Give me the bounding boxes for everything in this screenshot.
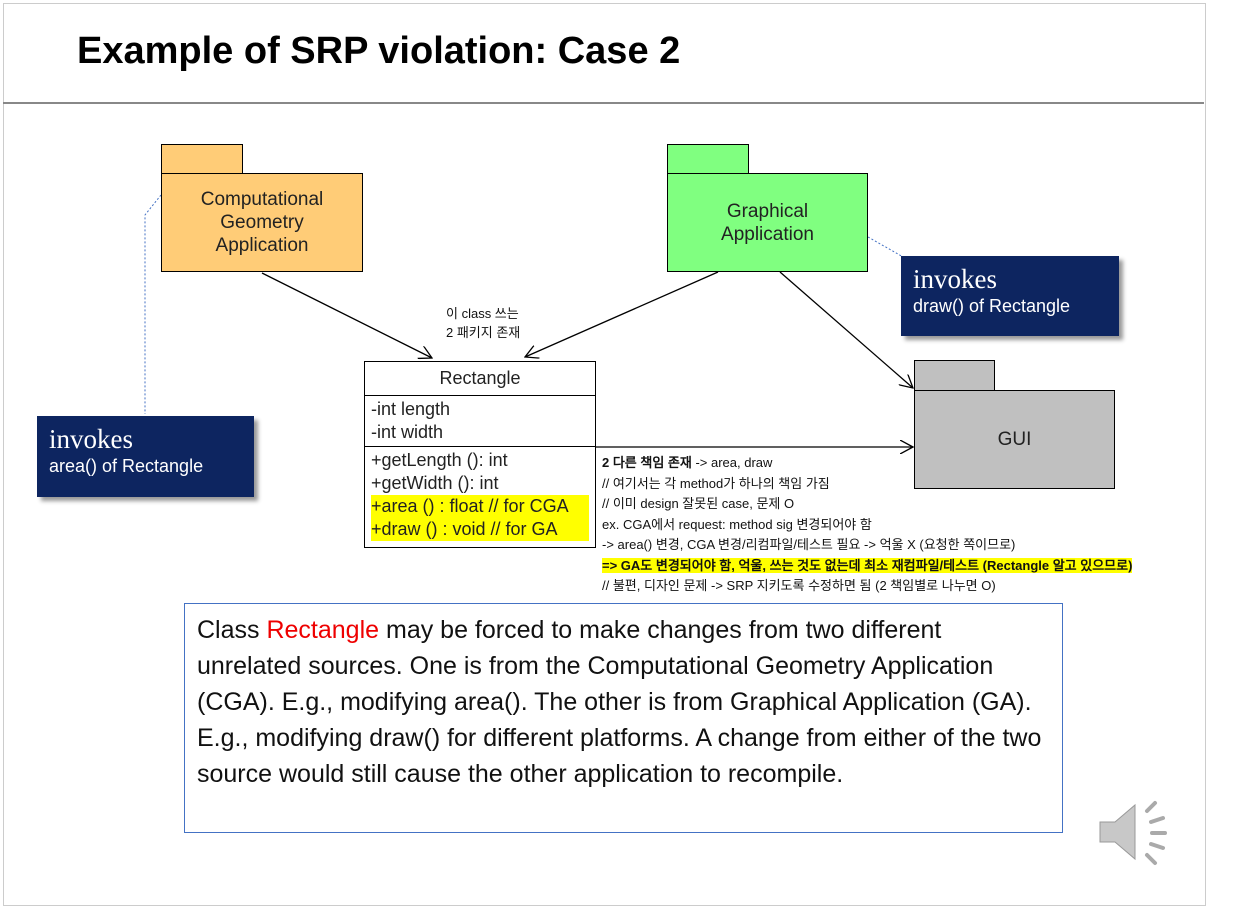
callout-title: invokes — [913, 264, 997, 294]
note-bold: 2 다른 책임 존재 — [602, 455, 696, 470]
arrow-cga-to-rectangle — [261, 272, 432, 358]
class-usage-note: 이 class 쓰는 2 패키지 존재 — [446, 304, 520, 342]
note-text: -> area, draw — [695, 455, 773, 470]
package-tab-ga — [667, 144, 749, 175]
method-highlighted: +area () : float // for CGA — [371, 495, 589, 518]
callout-text: draw() of Rectangle — [913, 296, 1071, 316]
note-line: 2 다른 책임 존재 -> area, draw — [602, 453, 1132, 474]
invokes-callout-left: invokes area() of Rectangle — [37, 416, 254, 497]
dotted-link-left — [144, 194, 162, 414]
description-box: Class Rectangle may be forced to make ch… — [184, 603, 1063, 833]
annotation-notes: 2 다른 책임 존재 -> area, draw // 여기서는 각 metho… — [602, 453, 1133, 597]
slide-title: Example of SRP violation: Case 2 — [77, 30, 681, 72]
desc-text: may be forced to make changes from two d… — [197, 616, 1042, 788]
attribute: -int width — [371, 422, 444, 442]
package-gui: GUI — [914, 390, 1115, 489]
invokes-callout-right: invokes draw() of Rectangle — [901, 256, 1119, 336]
dotted-link-right — [867, 236, 906, 259]
note-line: // 이미 design 잘못된 case, 문제 O — [602, 496, 795, 511]
rectangle-class: Rectangle -int length -int width +getLen… — [364, 361, 596, 548]
package-tab-cga — [161, 144, 243, 175]
note-line: -> area() 변경, CGA 변경/리컴파일/테스트 필요 -> 억울 X… — [602, 537, 1016, 552]
speaker-icon[interactable] — [1095, 797, 1175, 867]
class-attributes: -int length -int width — [365, 396, 595, 447]
note-line: // 여기서는 각 method가 하나의 책임 가짐 — [602, 475, 830, 491]
arrow-ga-to-rectangle — [525, 271, 719, 357]
package-tab-gui — [914, 360, 995, 392]
method-highlighted: +draw () : void // for GA — [371, 518, 589, 541]
note-line: ex. CGA에서 request: method sig 변경되어야 함 — [602, 516, 872, 532]
attribute: -int length — [371, 399, 451, 419]
note-line: // 불편, 디자인 문제 -> SRP 지키도록 수정하면 됨 (2 책임별로… — [602, 578, 996, 593]
desc-highlight: Rectangle — [266, 616, 380, 644]
callout-text: area() of Rectangle — [49, 456, 204, 476]
class-name: Rectangle — [365, 362, 595, 396]
method: +getWidth (): int — [371, 473, 499, 493]
package-ga: Graphical Application — [667, 173, 868, 272]
class-methods: +getLength (): int +getWidth (): int +ar… — [365, 447, 595, 543]
callout-title: invokes — [49, 424, 133, 454]
note-line: 이 class 쓰는 — [446, 306, 519, 321]
note-line: 2 패키지 존재 — [446, 325, 521, 340]
package-cga: Computational Geometry Application — [161, 173, 363, 272]
desc-text: Class — [197, 616, 267, 644]
title-divider — [3, 102, 1204, 104]
note-highlight: => GA도 변경되어야 함, 억울, 쓰는 것도 없는데 최소 재컴파일/테스… — [602, 557, 1133, 573]
method: +getLength (): int — [371, 450, 508, 470]
arrow-ga-to-gui — [779, 271, 913, 388]
